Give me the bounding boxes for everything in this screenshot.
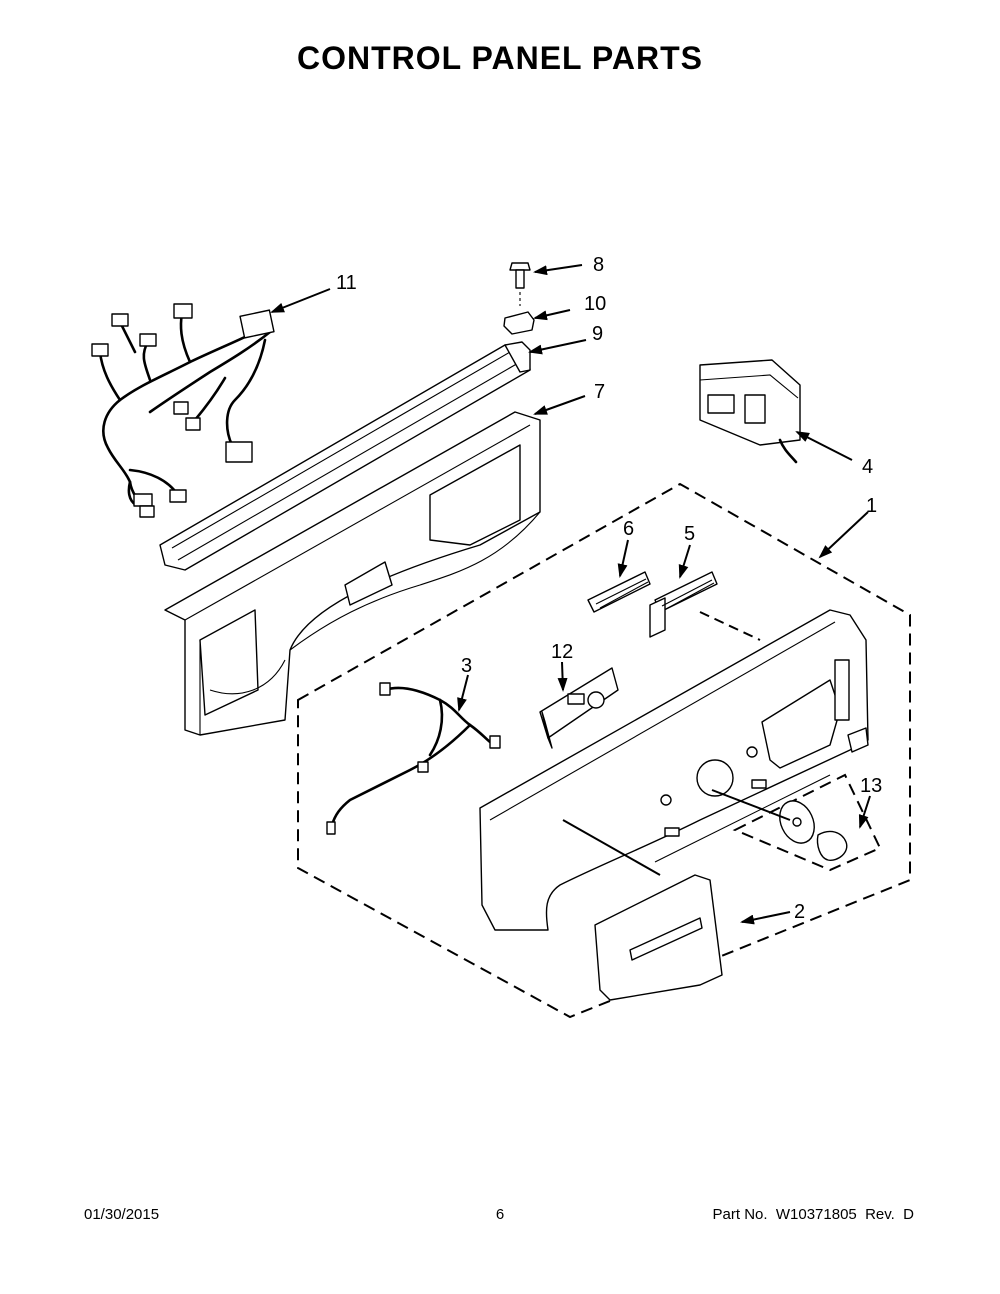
callout-5: 5 xyxy=(684,523,695,545)
callout-2: 2 xyxy=(794,901,805,923)
back-panel-part-7 xyxy=(164,411,541,736)
assembly-boundary-part-1 xyxy=(297,482,911,1019)
dispenser-handle-part-2 xyxy=(594,874,723,1001)
callout-10: 10 xyxy=(584,293,606,315)
rail-bracket-part-9 xyxy=(159,341,531,571)
callout-11: 11 xyxy=(336,272,357,294)
callout-13: 13 xyxy=(860,775,882,797)
harness-part-3 xyxy=(326,682,501,835)
knob-part-13 xyxy=(732,773,882,872)
callout-9: 9 xyxy=(592,323,603,345)
callout-6: 6 xyxy=(623,518,634,540)
page-title: CONTROL PANEL PARTS xyxy=(297,40,703,76)
console-panel xyxy=(479,609,869,931)
callout-12: 12 xyxy=(551,641,573,663)
footer-part-number: Part No. W10371805 Rev. D xyxy=(712,1206,914,1223)
footer-page-number: 6 xyxy=(495,1206,505,1223)
clip-part-10 xyxy=(503,311,535,335)
callout-3: 3 xyxy=(461,655,472,677)
callout-1: 1 xyxy=(866,495,877,517)
control-board-part-4 xyxy=(699,359,801,464)
knob-board-part-12 xyxy=(539,667,619,749)
callout-4: 4 xyxy=(862,456,873,478)
footer-date: 01/30/2015 xyxy=(84,1206,160,1223)
wire-harness-part-11 xyxy=(91,303,275,518)
ribbon-cable-part-5 xyxy=(649,571,718,638)
callout-8: 8 xyxy=(593,254,604,276)
screw-part-8 xyxy=(509,262,531,306)
callout-7: 7 xyxy=(594,381,605,403)
ribbon-cable-part-6 xyxy=(587,571,651,613)
